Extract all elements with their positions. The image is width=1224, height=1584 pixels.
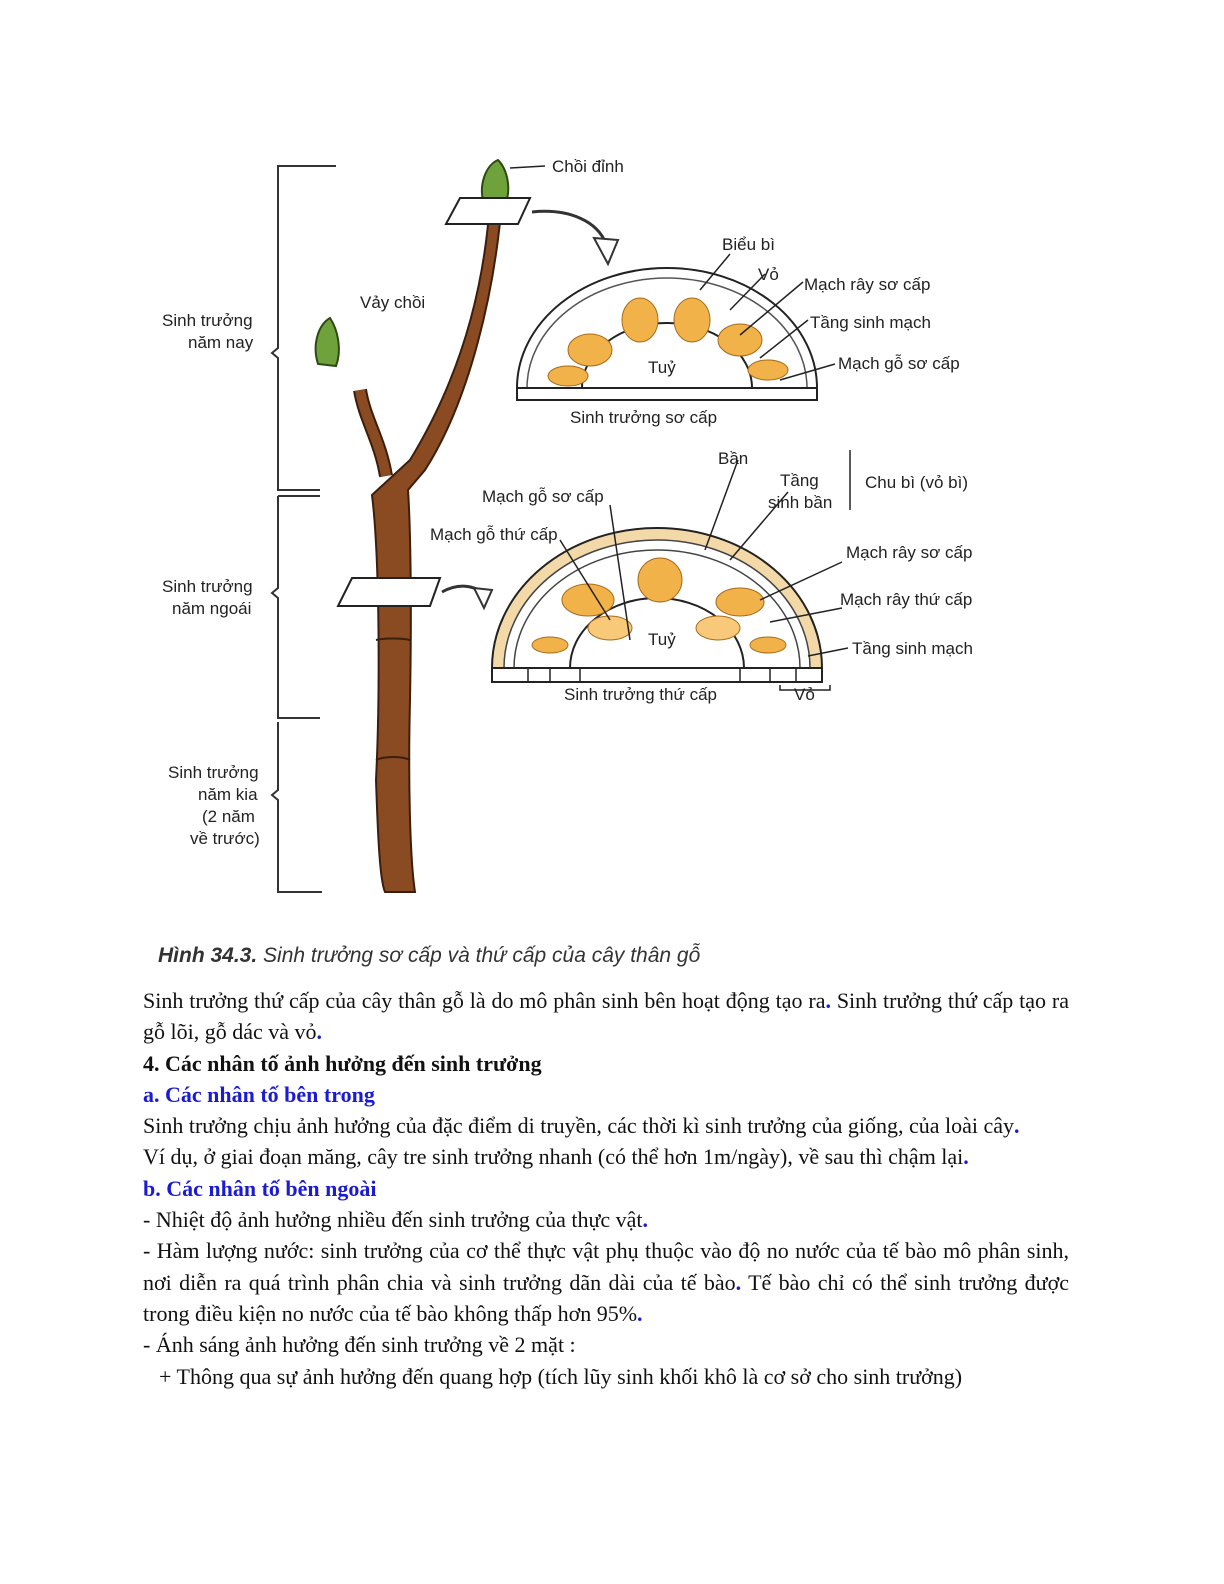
heading-section-4: 4. Các nhân tố ảnh hưởng đến sinh trưởng [143,1050,542,1076]
caption-text: Sinh trưởng sơ cấp và thứ cấp của cây th… [257,944,701,967]
p4-text: - Nhiệt độ ảnh hưởng nhiều đến sinh trưở… [143,1207,643,1233]
dot: . [963,1144,969,1170]
bud-scale-bud [314,316,340,368]
growth-brackets [270,165,336,893]
label-last-year-2: năm ngoái [172,599,251,618]
dot: . [316,1019,323,1045]
label-primary-phloem: Mạch rây sơ cấp [804,275,930,294]
label-cortex: Vỏ [758,265,779,284]
label-periderm: Chu bì (vỏ bì) [865,473,968,492]
dot: . [825,988,831,1013]
label-last-year-1: Sinh trưởng [162,577,253,596]
label-two-years-1: Sinh trưởng [168,763,259,782]
label-secondary-phloem: Mạch rây thứ cấp [840,590,972,609]
label-apical-bud: Chồi đỉnh [552,157,624,176]
heading-internal-factors: a. Các nhân tố bên trong [143,1081,375,1107]
label-two-years-3: (2 năm [202,807,255,826]
figure-svg: Chồi đỉnh Vảy chồi Sinh trưởng năm nay S… [162,157,973,893]
paragraph-temperature: - Nhiệt độ ảnh hưởng nhiều đến sinh trưở… [143,1204,1069,1235]
label-two-years-2: năm kia [198,785,258,804]
paragraph-light: - Ánh sáng ảnh hưởng đến sinh trưởng về … [143,1332,576,1358]
paragraph-internal: Sinh trưởng chịu ảnh hưởng của đặc điểm … [143,1110,1069,1141]
label-cork-cambium-2: sinh bần [768,493,832,512]
label-epidermis: Biểu bì [722,235,775,254]
woody-stem-growth-figure: Chồi đỉnh Vảy chồi Sinh trưởng năm nay S… [140,140,1040,940]
p5-part1: - Hàm lượng nước: sinh trưởng của cơ thể… [143,1238,1069,1295]
p2-text: Sinh trưởng chịu ảnh hưởng của đặc điểm … [143,1113,1015,1139]
paragraph-water: - Hàm lượng nước: sinh trưởng của cơ thể… [143,1235,1069,1329]
label-primary-xylem-2: Mạch gỗ sơ cấp [482,487,604,506]
label-primary-xylem: Mạch gỗ sơ cấp [838,354,960,373]
stem [353,199,504,893]
caption-number: Hình 34.3. [158,944,258,967]
label-pith-2: Tuỷ [648,630,676,649]
label-primary-phloem-2: Mạch rây sơ cấp [846,543,972,562]
label-vascular-cambium-2: Tầng sinh mạch [852,639,973,658]
leader-lines [509,165,851,691]
p1-part1: Sinh trưởng thứ cấp của cây thân gỗ là d… [143,988,826,1013]
label-bud-scale: Vảy chồi [360,293,425,312]
dot: . [637,1300,643,1326]
paragraph-photosynthesis: + Thông qua sự ảnh hưởng đến quang hợp (… [159,1363,963,1389]
label-two-years-4: về trước) [190,829,260,848]
label-secondary-growth: Sinh trưởng thứ cấp [564,685,717,704]
cut-plane-bottom [336,577,442,607]
p3-text: Ví dụ, ở giai đoạn măng, cây tre sinh tr… [143,1144,964,1170]
figure-caption: Hình 34.3. Sinh trưởng sơ cấp và thứ cấp… [158,944,700,968]
secondary-cross-section [491,527,823,683]
cut-plane-top [444,197,532,225]
primary-cross-section [516,267,818,401]
label-vascular-cambium: Tầng sinh mạch [810,313,931,332]
body-text: Sinh trưởng thứ cấp của cây thân gỗ là d… [143,985,1069,1392]
label-cork: Bần [718,449,748,468]
paragraph-secondary-growth: Sinh trưởng thứ cấp của cây thân gỗ là d… [143,985,1069,1048]
dot: . [1014,1113,1020,1139]
label-this-year-1: Sinh trưởng [162,311,253,330]
p5-part2: Tế bào chỉ có thể sinh trưởng được trong… [143,1269,1069,1326]
label-cork-cambium-1: Tầng [780,471,819,490]
dot: . [642,1207,649,1233]
dot: . [735,1269,742,1295]
label-pith: Tuỷ [648,358,676,377]
label-secondary-xylem: Mạch gỗ thứ cấp [430,525,558,544]
paragraph-example: Ví dụ, ở giai đoạn măng, cây tre sinh tr… [143,1141,1069,1172]
label-primary-growth: Sinh trưởng sơ cấp [570,408,717,427]
label-cortex-2: Vỏ [794,685,815,704]
heading-external-factors: b. Các nhân tố bên ngoài [143,1175,377,1201]
p1-part2: Sinh trưởng thứ cấp tạo ra gỗ lõi, gỗ dá… [143,988,1069,1045]
label-this-year-2: năm nay [188,333,254,352]
arrow-top [531,209,608,245]
